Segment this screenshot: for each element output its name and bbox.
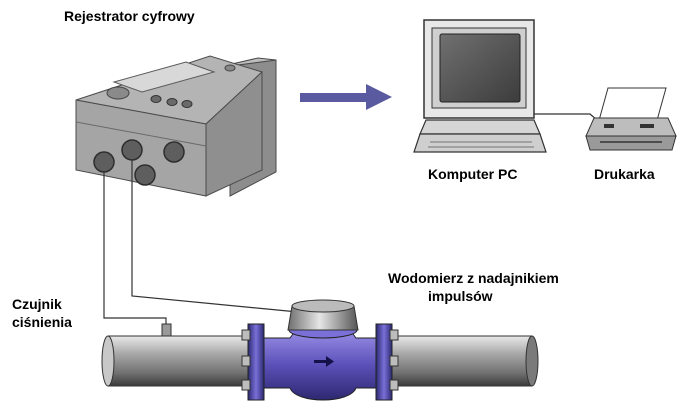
sensor-label-line1: Czujnik: [12, 296, 62, 312]
printer-icon: [585, 87, 677, 151]
data-transfer-arrow: [300, 84, 392, 110]
signal-cables: [103, 160, 299, 326]
recorder-label: Rejestrator cyfrowy: [64, 8, 195, 24]
meter-label-line1: Wodomierz z nadajnikiem: [388, 270, 559, 286]
digital-recorder-icon: [75, 55, 277, 197]
computer-icon: [413, 19, 547, 153]
sensor-label-line2: ciśnienia: [12, 314, 72, 330]
pressure-sensor-icon: [161, 323, 172, 337]
printer-label: Drukarka: [594, 166, 655, 182]
water-meter-icon: [241, 299, 399, 401]
computer-label: Komputer PC: [428, 166, 518, 182]
pipeline: [101, 335, 539, 387]
meter-label-line2: impulsów: [428, 288, 493, 304]
